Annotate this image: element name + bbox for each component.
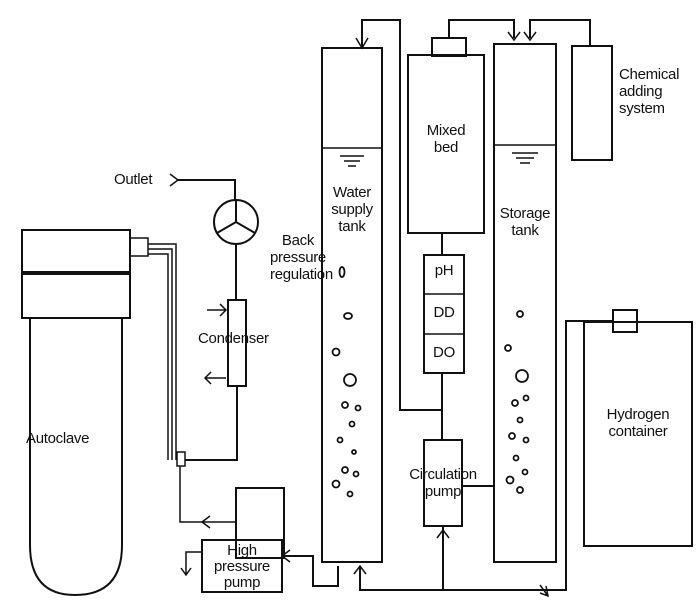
outlet-line <box>169 173 236 200</box>
water-tank-bubbles <box>331 266 362 498</box>
autoclave-vessel <box>21 229 149 597</box>
dd-sensor-label: DD <box>433 304 455 321</box>
circulation-pump-label: Circulation pump <box>409 466 477 500</box>
hydrogen-container-label: Hydrogen container <box>606 406 670 440</box>
outlet-label: Outlet <box>114 171 153 188</box>
storage-tank-label: Storage tank <box>499 205 551 239</box>
ph-sensor-label: pH <box>434 262 454 279</box>
condenser-return-line <box>185 386 238 461</box>
chemical-adding-box <box>571 45 613 161</box>
mixed-bed-label: Mixed bed <box>426 122 466 156</box>
autoclave-label: Autoclave <box>26 430 90 447</box>
do-sensor-label: DO <box>433 344 455 361</box>
condenser-label: Condenser <box>198 330 269 347</box>
circ-top-line <box>361 19 443 440</box>
pump-housing <box>235 487 285 559</box>
storage-tank-bubbles <box>504 310 530 494</box>
autoclave-tubing <box>148 243 236 529</box>
chemical-adding-system-label: Chemical adding system <box>619 66 680 117</box>
back-pressure-regulator-symbol <box>213 199 259 245</box>
water-supply-tank-label: Water supply tank <box>331 184 373 235</box>
back-pressure-regulation-label: Back pressure regulation <box>270 232 333 283</box>
sensor-stack <box>423 254 465 374</box>
storage-tank <box>493 43 557 563</box>
water-supply-tank <box>321 47 383 563</box>
high-pressure-pump-box <box>201 539 283 593</box>
high-pressure-pump-label: High pressure pump <box>214 542 270 591</box>
